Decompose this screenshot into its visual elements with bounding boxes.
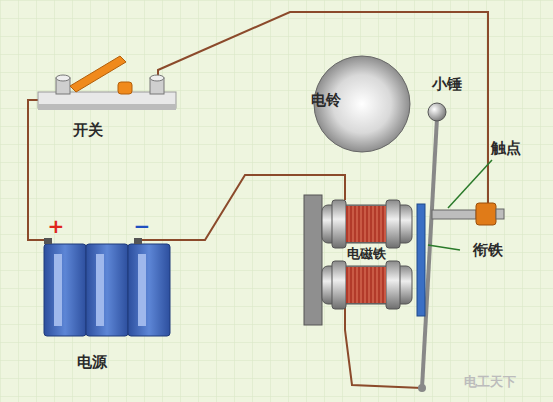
power-label: 电源 — [77, 354, 107, 371]
knife-switch — [38, 56, 176, 110]
battery — [44, 238, 170, 336]
leader-line — [448, 160, 492, 208]
watermark: 电工天下 — [464, 375, 516, 389]
armature-label: 衔铁 — [473, 242, 503, 259]
hammer-label: 小锤 — [432, 76, 462, 93]
wire — [28, 12, 488, 388]
contact-screw — [432, 203, 504, 225]
hammer-ball — [428, 103, 446, 121]
positive-sign: + — [48, 215, 65, 237]
contact-label: 触点 — [491, 140, 521, 157]
switch-label: 开关 — [73, 122, 103, 139]
negative-sign: − — [134, 215, 151, 237]
electromagnet-label: 电磁铁 — [347, 247, 386, 261]
bell-label: 电铃 — [311, 92, 341, 109]
leader-line — [428, 245, 460, 250]
armature — [417, 204, 425, 316]
electromagnet — [304, 195, 412, 325]
